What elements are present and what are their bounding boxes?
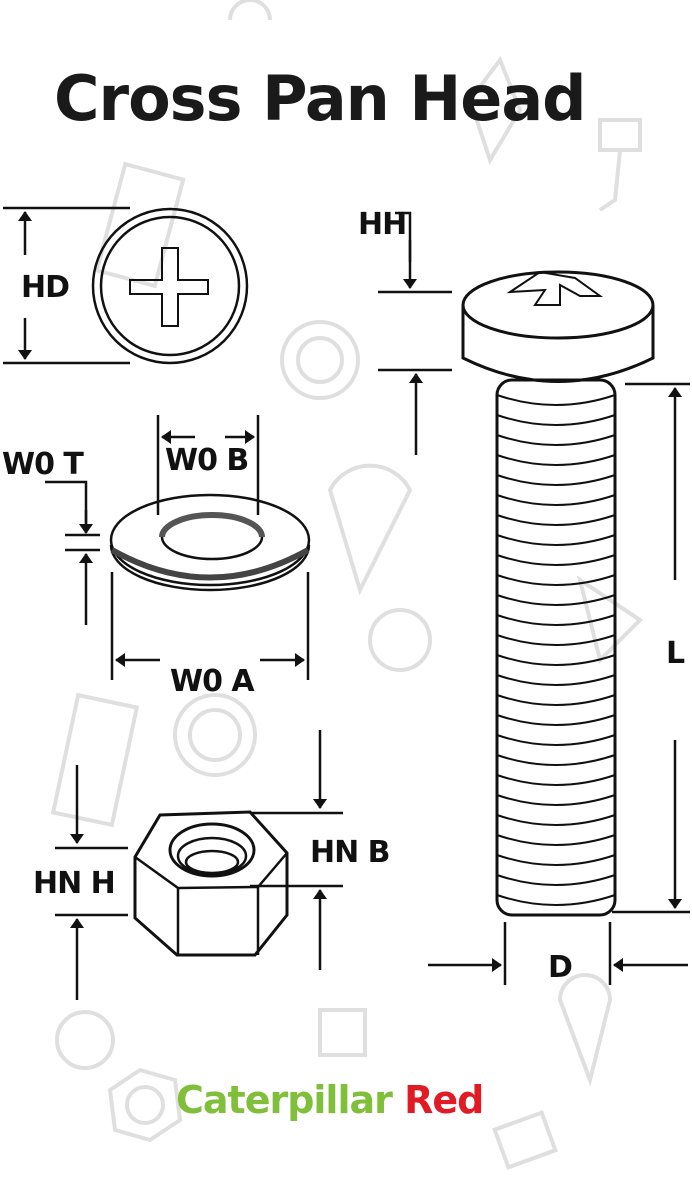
label-washer-outer: W0 A — [170, 664, 255, 699]
pan-head-screw-drawing — [378, 211, 690, 985]
label-washer-inner: W0 B — [165, 443, 249, 478]
label-washer-thickness: W0 T — [2, 447, 84, 482]
screw-head-top-view — [3, 206, 249, 365]
brand-name-part1: Caterpillar — [176, 1078, 393, 1122]
label-head-diameter: HD — [21, 270, 70, 305]
page-title: Cross Pan Head — [54, 62, 587, 135]
label-length: L — [666, 636, 685, 671]
brand-name-part2: Red — [404, 1078, 484, 1122]
hex-nut-drawing — [55, 730, 343, 1000]
label-nut-height: HN H — [33, 866, 116, 901]
washer-drawing — [45, 415, 311, 680]
label-nut-width: HN B — [310, 835, 391, 870]
brand-logo: Caterpillar Red — [176, 1078, 484, 1122]
label-head-height: HH — [358, 207, 407, 242]
label-diameter: D — [548, 950, 573, 985]
